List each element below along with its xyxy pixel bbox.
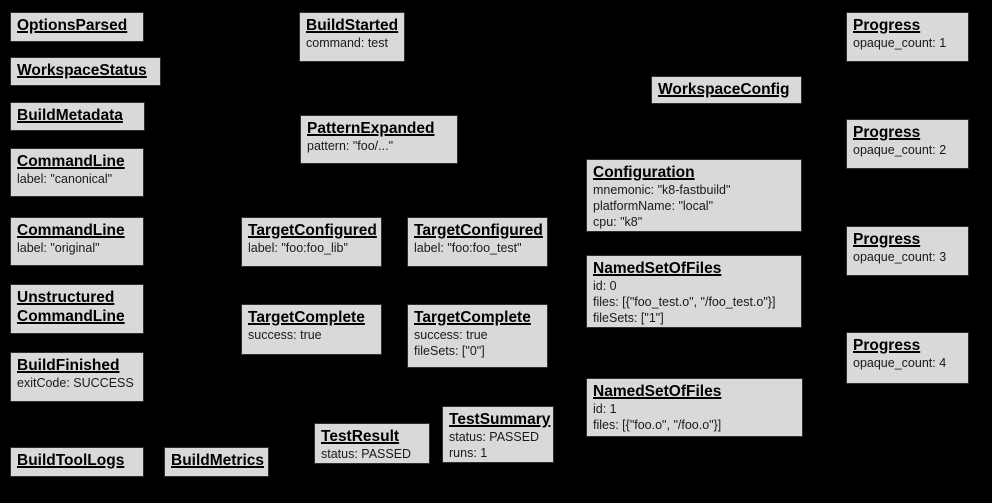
node-pattern-expanded: PatternExpanded pattern: "foo/..." — [300, 115, 458, 164]
node-named-set-of-files-0: NamedSetOfFiles id: 0 files: [{"foo_test… — [586, 255, 802, 328]
node-field: exitCode: SUCCESS — [17, 376, 134, 390]
node-title: Unstructured CommandLine — [17, 289, 125, 325]
node-field: fileSets: ["1"] — [593, 311, 664, 325]
node-workspace-config: WorkspaceConfig — [651, 76, 802, 104]
node-unstructured-command-line: Unstructured CommandLine — [10, 284, 144, 334]
node-field: command: test — [306, 36, 388, 50]
node-title: Configuration — [593, 164, 695, 181]
node-title: Progress — [853, 337, 921, 354]
node-field: success: true — [414, 328, 488, 342]
node-field: opaque_count: 3 — [853, 250, 947, 264]
node-progress-1: Progress opaque_count: 1 — [846, 12, 969, 62]
node-title: WorkspaceStatus — [17, 62, 147, 79]
node-command-line-canonical: CommandLine label: "canonical" — [10, 148, 144, 197]
node-title: CommandLine — [17, 222, 125, 239]
node-title: TargetConfigured — [248, 222, 377, 239]
node-title: BuildToolLogs — [17, 452, 125, 469]
node-target-configured-foo-test: TargetConfigured label: "foo:foo_test" — [407, 217, 548, 267]
node-field: id: 1 — [593, 402, 617, 416]
node-command-line-original: CommandLine label: "original" — [10, 217, 144, 266]
node-title: PatternExpanded — [307, 120, 435, 137]
node-named-set-of-files-1: NamedSetOfFiles id: 1 files: [{"foo.o", … — [586, 378, 803, 437]
node-title: NamedSetOfFiles — [593, 260, 722, 277]
node-field: fileSets: ["0"] — [414, 344, 485, 358]
node-field: label: "foo:foo_test" — [414, 241, 522, 255]
node-field: files: [{"foo.o", "/foo.o"}] — [593, 418, 722, 432]
node-test-result: TestResult status: PASSED — [314, 423, 430, 464]
node-title: OptionsParsed — [17, 17, 128, 34]
node-field: opaque_count: 1 — [853, 36, 947, 50]
node-title: WorkspaceConfig — [658, 81, 790, 98]
node-progress-4: Progress opaque_count: 4 — [846, 332, 969, 384]
node-workspace-status: WorkspaceStatus — [10, 57, 161, 86]
node-test-summary: TestSummary status: PASSED runs: 1 — [442, 406, 554, 463]
node-field: label: "canonical" — [17, 172, 113, 186]
node-title: TargetComplete — [414, 309, 531, 326]
node-build-finished: BuildFinished exitCode: SUCCESS — [10, 352, 144, 402]
node-field: files: [{"foo_test.o", "/foo_test.o"}] — [593, 295, 776, 309]
node-field: mnemonic: "k8-fastbuild" — [593, 183, 731, 197]
node-title: TargetComplete — [248, 309, 365, 326]
node-field: success: true — [248, 328, 322, 342]
node-build-tool-logs: BuildToolLogs — [10, 447, 144, 477]
node-title: CommandLine — [17, 153, 125, 170]
node-title: BuildStarted — [306, 17, 399, 34]
node-title: Progress — [853, 17, 921, 34]
node-title: Progress — [853, 124, 921, 141]
node-field: status: PASSED — [449, 430, 540, 444]
node-field: cpu: "k8" — [593, 215, 643, 229]
node-field: label: "original" — [17, 241, 100, 255]
node-build-metrics: BuildMetrics — [164, 447, 269, 477]
node-target-complete-foo-lib: TargetComplete success: true — [241, 304, 382, 355]
node-options-parsed: OptionsParsed — [10, 12, 144, 42]
node-progress-3: Progress opaque_count: 3 — [846, 226, 969, 276]
node-field: runs: 1 — [449, 446, 488, 460]
node-title: NamedSetOfFiles — [593, 383, 722, 400]
node-title: TestResult — [321, 428, 400, 445]
node-build-started: BuildStarted command: test — [299, 12, 405, 62]
node-field: status: PASSED — [321, 447, 412, 461]
node-title: BuildFinished — [17, 357, 120, 374]
node-progress-2: Progress opaque_count: 2 — [846, 119, 969, 169]
node-field: opaque_count: 4 — [853, 356, 947, 370]
node-field: platformName: "local" — [593, 199, 714, 213]
node-title: TestSummary — [449, 411, 551, 428]
node-field: opaque_count: 2 — [853, 143, 947, 157]
node-title: BuildMetrics — [171, 452, 265, 469]
node-field: id: 0 — [593, 279, 617, 293]
node-title: Progress — [853, 231, 921, 248]
node-field: label: "foo:foo_lib" — [248, 241, 348, 255]
node-configuration: Configuration mnemonic: "k8-fastbuild" p… — [586, 159, 802, 232]
node-build-metadata: BuildMetadata — [10, 102, 145, 131]
node-title: TargetConfigured — [414, 222, 543, 239]
node-target-complete-foo-test: TargetComplete success: true fileSets: [… — [407, 304, 548, 368]
node-field: pattern: "foo/..." — [307, 139, 394, 153]
node-target-configured-foo-lib: TargetConfigured label: "foo:foo_lib" — [241, 217, 382, 267]
node-title: BuildMetadata — [17, 107, 123, 124]
